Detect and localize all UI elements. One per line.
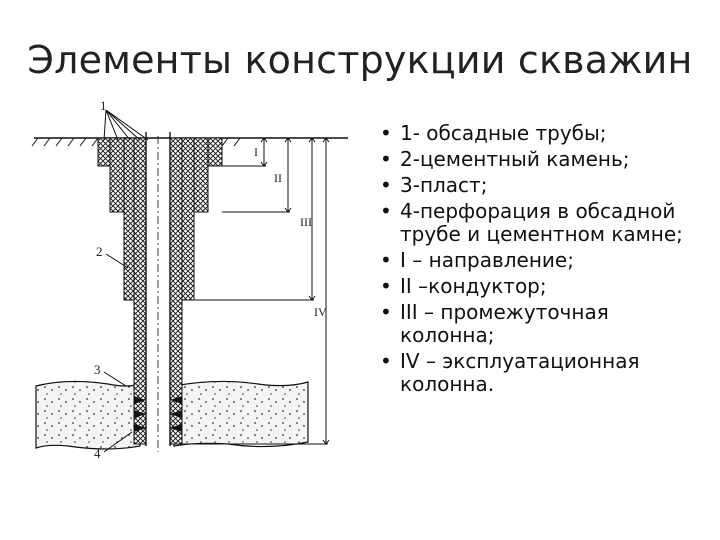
well-construction-diagram: 1 2 3 4 I II III IV (31, 98, 348, 461)
legend-list: 1- обсадные трубы; 2-цементный камень; 3… (380, 122, 700, 399)
formation-layer (35, 380, 309, 450)
casing-label-IV: IV (314, 305, 327, 319)
casing-label-II: II (274, 171, 282, 185)
legend-item: 3-пласт; (380, 174, 700, 198)
legend-item: II –кондуктор; (380, 275, 700, 299)
casing-stack (97, 132, 223, 452)
legend-item: I – направление; (380, 249, 700, 273)
label-3: 3 (94, 362, 101, 377)
label-1: 1 (100, 98, 107, 113)
perforations (134, 396, 182, 432)
label-4: 4 (94, 446, 101, 461)
legend-item: IV – эксплуатационная колонна. (380, 350, 700, 396)
legend-item: 1- обсадные трубы; (380, 122, 700, 146)
legend-item: 4-перфорация в обсадной трубе и цементно… (380, 200, 700, 246)
casing-label-III: III (300, 215, 312, 229)
slide-title: Элементы конструкции скважин (27, 38, 693, 82)
legend-item: 2-цементный камень; (380, 148, 700, 172)
leader-lines (103, 109, 149, 453)
label-2: 2 (96, 244, 103, 259)
legend-item: III – промежуточная колонна; (380, 301, 700, 347)
casing-label-I: I (254, 145, 258, 159)
depth-brackets (182, 137, 330, 445)
